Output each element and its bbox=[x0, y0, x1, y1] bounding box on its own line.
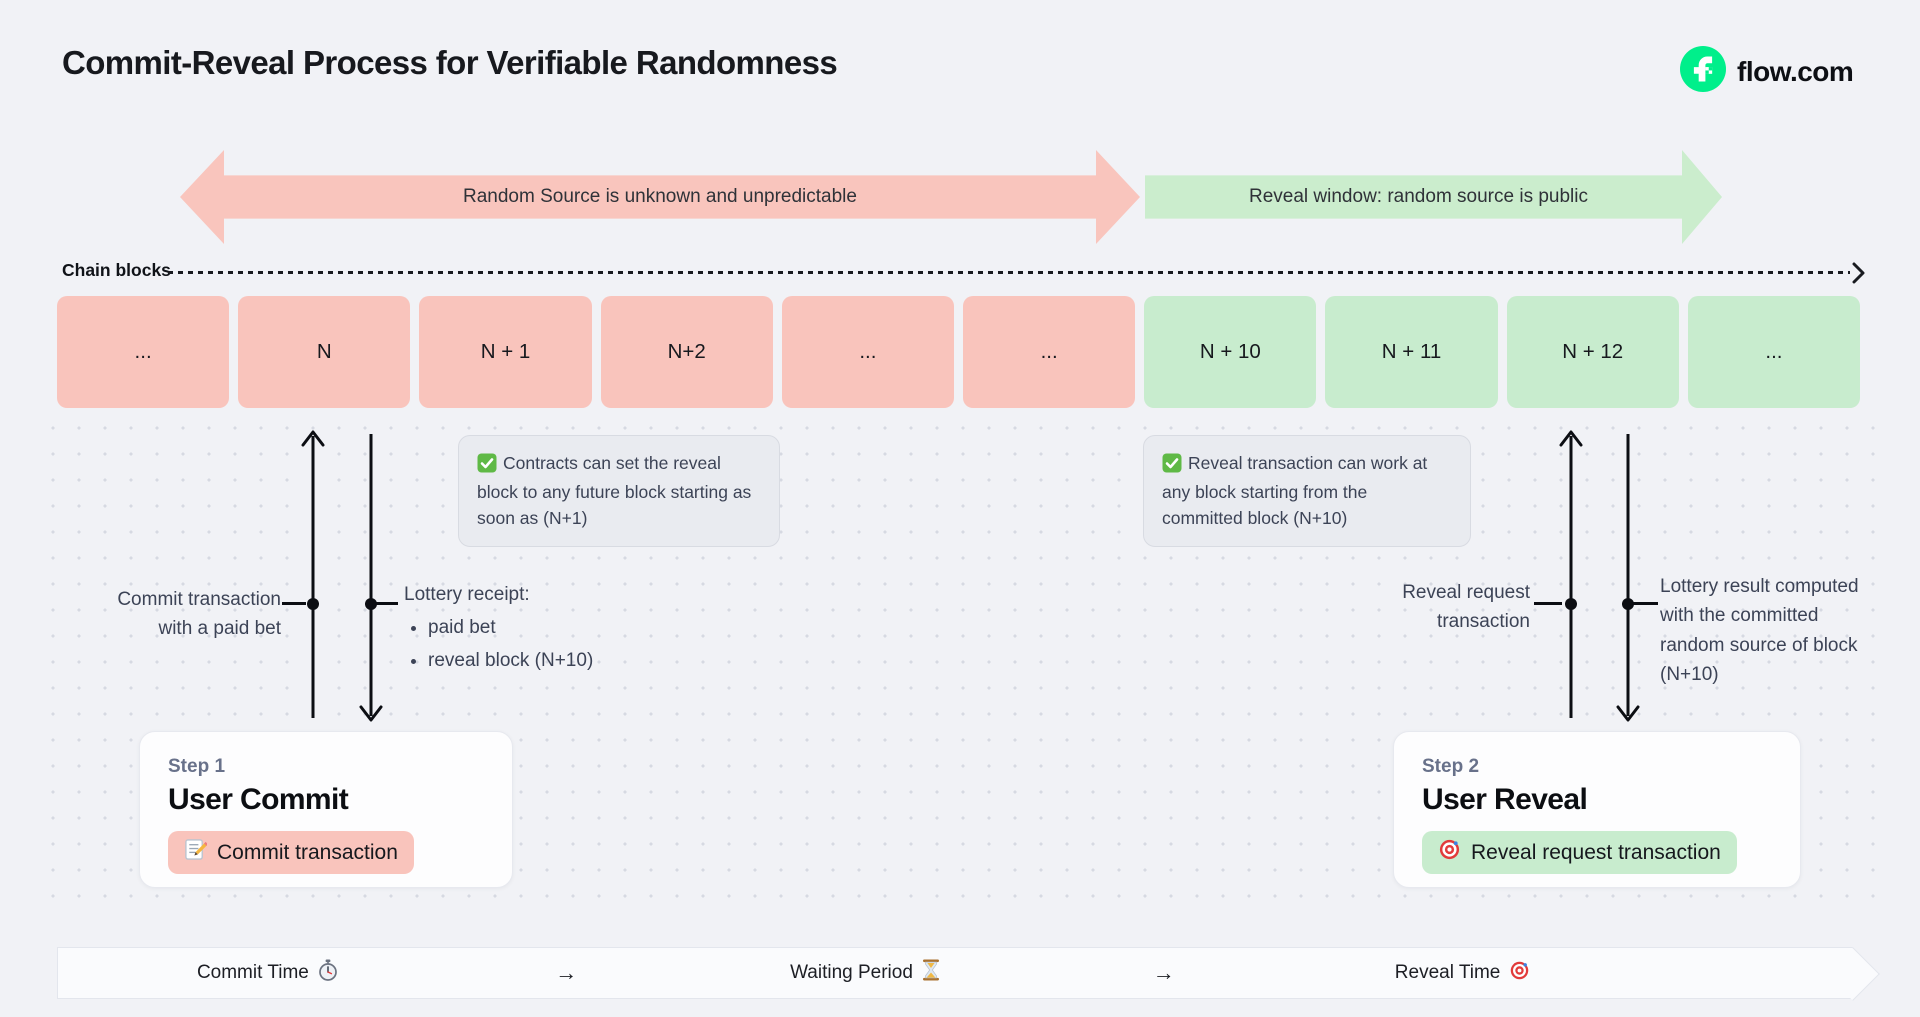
commit-pill-label: Commit transaction bbox=[217, 840, 398, 864]
result-down-arrow bbox=[1615, 428, 1641, 724]
chain-block: N bbox=[238, 296, 411, 408]
timeline-label: Commit Time bbox=[196, 962, 309, 983]
lottery-receipt-item: reveal block (N+10) bbox=[428, 646, 664, 675]
chain-block: N+2 bbox=[600, 296, 773, 408]
timeline-arrowhead bbox=[1826, 946, 1880, 1001]
chain-arrowhead-icon bbox=[1852, 262, 1866, 289]
chain-block: ... bbox=[963, 296, 1136, 408]
lottery-receipt-label: Lottery receipt: paid bet reveal block (… bbox=[404, 580, 664, 675]
note-commit-window-text: Contracts can set the reveal block to an… bbox=[477, 453, 752, 528]
lottery-receipt-title: Lottery receipt: bbox=[404, 584, 530, 605]
timeline-arrow: → bbox=[555, 960, 578, 985]
timeline-item-waiting-period: Waiting Period bbox=[716, 959, 1015, 987]
reveal-up-arrow bbox=[1558, 428, 1584, 724]
chain-blocks-label: Chain blocks bbox=[62, 260, 171, 280]
lottery-receipt-item: paid bet bbox=[428, 613, 664, 642]
reveal-pill-label: Reveal request transaction bbox=[1471, 840, 1721, 864]
chain-block: ... bbox=[781, 296, 955, 408]
timeline-item-commit-time: Commit Time bbox=[118, 959, 417, 987]
note-reveal-window: Reveal transaction can work at any block… bbox=[1143, 435, 1471, 548]
connector-line bbox=[1630, 602, 1658, 605]
target-icon bbox=[1509, 960, 1530, 987]
memo-icon bbox=[184, 838, 209, 867]
chain-block: N + 12 bbox=[1506, 296, 1679, 408]
chain-block: ... bbox=[57, 296, 230, 408]
timeline-label: Waiting Period bbox=[790, 962, 913, 983]
note-commit-window: Contracts can set the reveal block to an… bbox=[458, 435, 780, 548]
connector-line bbox=[372, 602, 398, 605]
target-icon bbox=[1438, 838, 1461, 867]
brand-label: flow.com bbox=[1737, 55, 1854, 87]
check-icon bbox=[477, 453, 497, 480]
stopwatch-icon bbox=[318, 959, 338, 987]
phase-band-unknown-label: Random Source is unknown and unpredictab… bbox=[463, 186, 857, 207]
commit-up-arrow bbox=[300, 428, 326, 724]
chain-block: ... bbox=[1687, 296, 1861, 408]
chain-dotted-line bbox=[168, 271, 1850, 274]
step-eyebrow: Step 2 bbox=[1422, 756, 1480, 777]
phase-band-unknown: Random Source is unknown and unpredictab… bbox=[180, 150, 1140, 244]
chain-block: N + 1 bbox=[419, 296, 592, 408]
timeline-bar: Commit Time → Waiting Period bbox=[57, 946, 1880, 1001]
lottery-result-label: Lottery result computed with the committ… bbox=[1660, 576, 1859, 686]
commit-transaction-pill: Commit transaction bbox=[168, 831, 414, 874]
step-eyebrow: Step 1 bbox=[168, 756, 226, 777]
step2-card: Step 2 User Reveal Reveal request transa… bbox=[1393, 731, 1801, 888]
timeline-label: Reveal Time bbox=[1394, 962, 1501, 983]
hourglass-icon bbox=[922, 959, 940, 987]
connector-line bbox=[1534, 602, 1562, 605]
phase-band-reveal-label: Reveal window: random source is public bbox=[1249, 186, 1588, 207]
flow-logo-icon bbox=[1680, 46, 1726, 97]
check-icon bbox=[1162, 453, 1182, 480]
chain-blocks-row: ... N N + 1 N+2 ... ... N + 10 N + 11 N … bbox=[57, 296, 1861, 408]
reveal-request-label: Reveal request transaction bbox=[1402, 582, 1530, 633]
step-title: User Reveal bbox=[1422, 783, 1588, 816]
timeline-item-reveal-time: Reveal Time bbox=[1313, 960, 1612, 987]
reveal-request-pill: Reveal request transaction bbox=[1422, 831, 1737, 874]
step-title: User Commit bbox=[168, 783, 349, 816]
connector-line bbox=[282, 602, 306, 605]
note-reveal-window-text: Reveal transaction can work at any block… bbox=[1162, 453, 1428, 528]
flow-logo[interactable]: flow.com bbox=[1680, 46, 1854, 97]
chain-block: N + 11 bbox=[1325, 296, 1498, 408]
step1-card: Step 1 User Commit Commit transaction bbox=[139, 731, 513, 888]
commit-transaction-label: Commit transaction with a paid bet bbox=[117, 589, 281, 640]
page-title: Commit-Reveal Process for Verifiable Ran… bbox=[62, 44, 838, 81]
phase-band-reveal: Reveal window: random source is public bbox=[1145, 150, 1722, 244]
chain-block: N + 10 bbox=[1144, 296, 1317, 408]
receipt-down-arrow bbox=[358, 428, 384, 724]
timeline-arrow: → bbox=[1152, 960, 1175, 985]
